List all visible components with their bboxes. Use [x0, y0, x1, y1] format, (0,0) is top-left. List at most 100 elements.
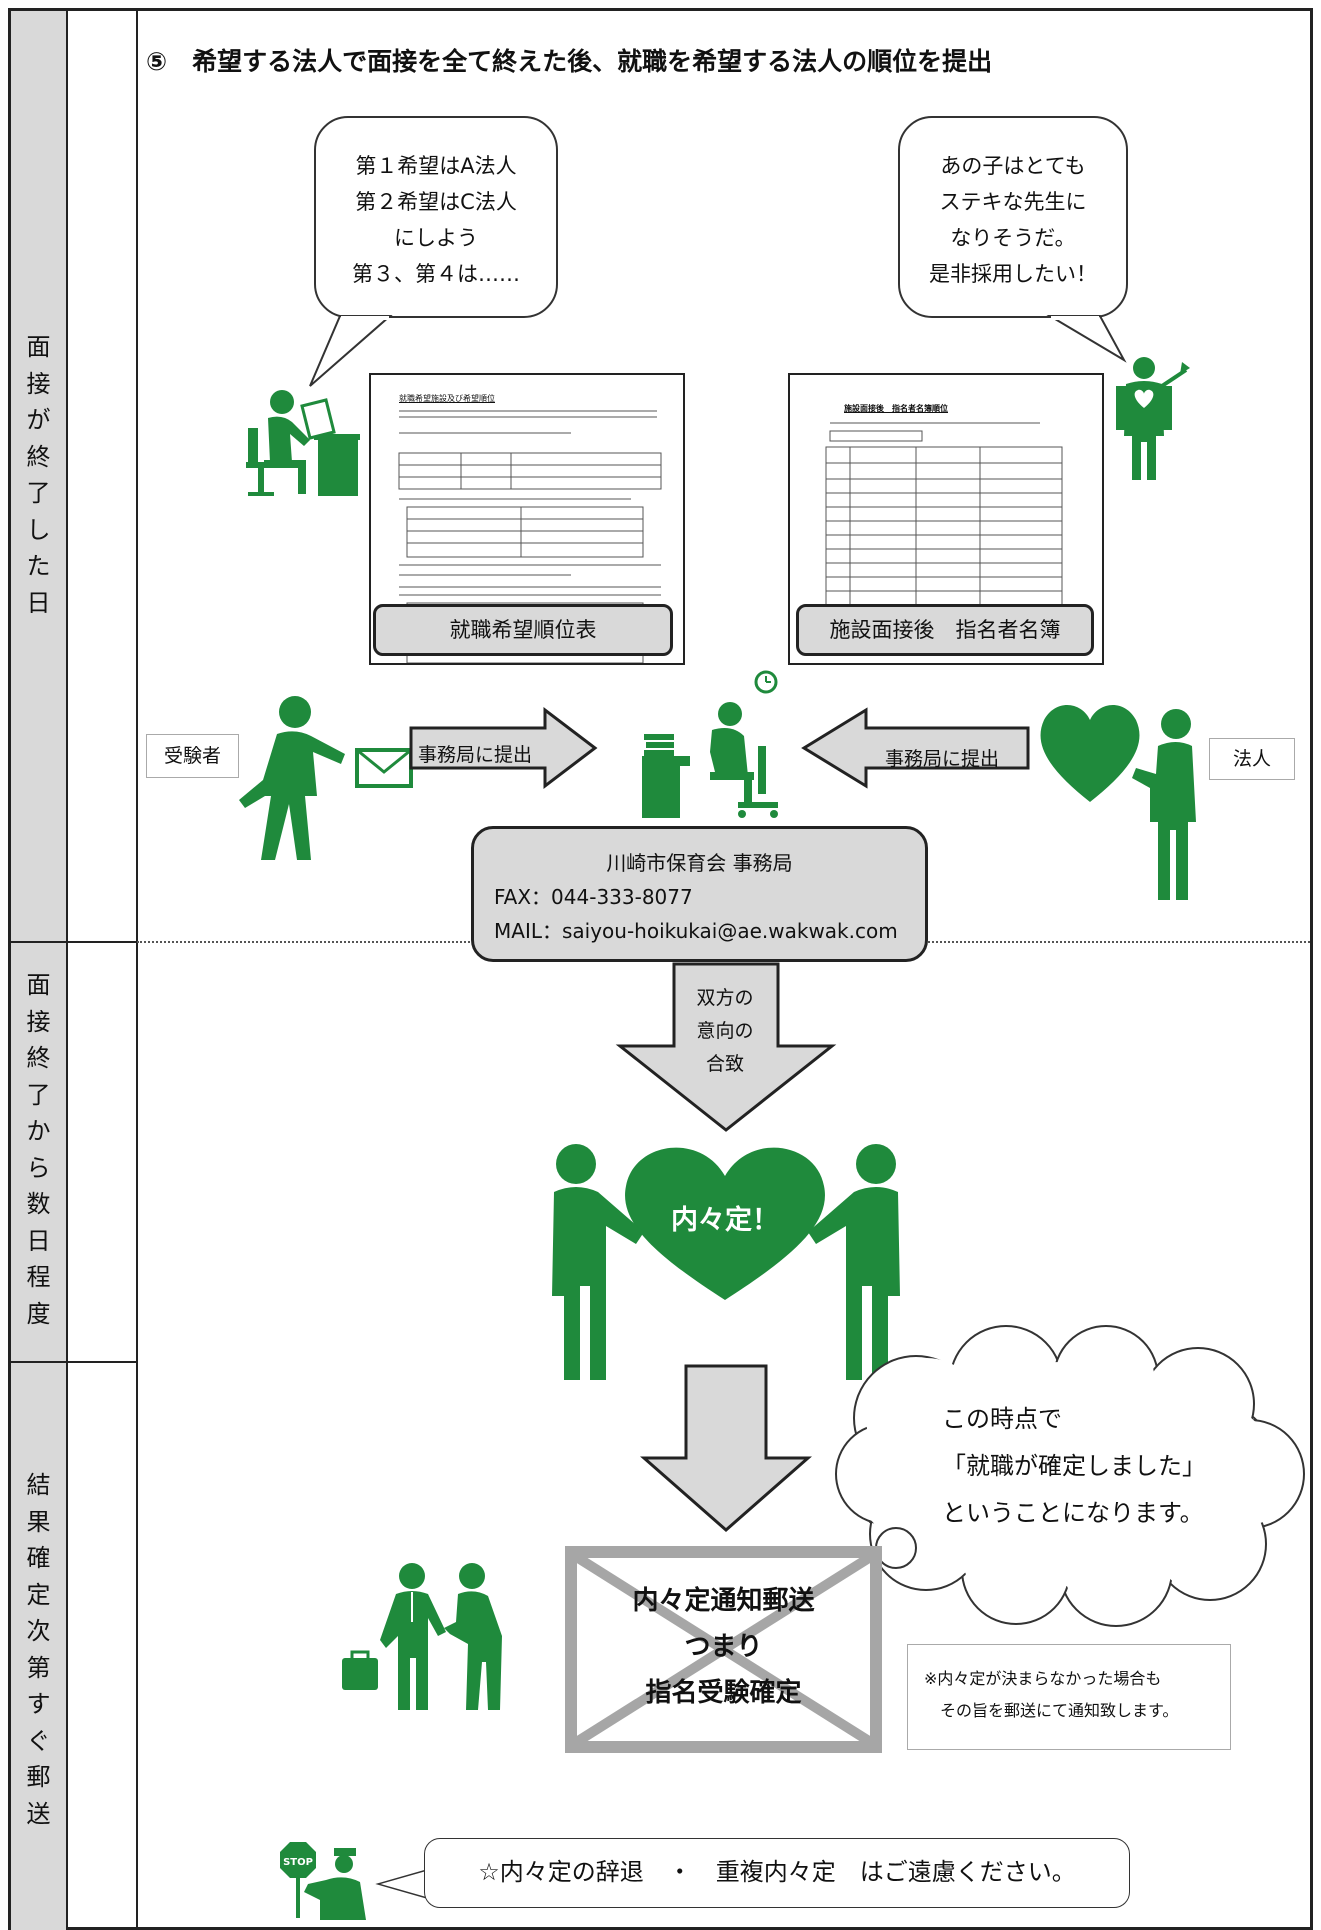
secretariat-contact-box: 川崎市保育会 事務局 FAX：044-333-8077 MAIL：saiyou-… [471, 826, 928, 962]
timeline-char: か [26, 1117, 51, 1145]
agreement-line: 意向の [696, 1020, 754, 1042]
timeline-char: が [26, 406, 51, 434]
bubble-line: なりそうだ。 [950, 226, 1076, 250]
form-lines [398, 410, 662, 663]
thought-line: ということになります。 [942, 1499, 1204, 1527]
agreement-label: 双方の 意向の 合致 [670, 982, 780, 1081]
recruiter-with-heart-icon [1116, 357, 1190, 480]
timeline-char: 終 [26, 442, 51, 471]
stop-guard-icon: STOP [280, 1842, 366, 1920]
submit-arrow-right [409, 706, 598, 790]
timeline-text: 面接が終了した日 [11, 329, 66, 621]
row-divider [11, 1361, 137, 1363]
stop-sign-text: STOP [283, 1857, 313, 1868]
step-heading: ⑤ 希望する法人で面接を全て終えた後、就職を希望する法人の順位を提出 [146, 47, 993, 76]
applicant-with-envelope-icon [239, 696, 413, 860]
doc-label-ranking: 就職希望順位表 [373, 604, 673, 656]
agreement-down-arrow [615, 962, 837, 1132]
timeline-char: ら [26, 1153, 51, 1182]
doc-label-nominee: 施設面接後 指名者名簿 [796, 604, 1094, 656]
submit-arrow-left [801, 707, 1030, 789]
nominee-list-form: 施設面接後 指名者名簿順位 施設面接後 指名者名簿 [788, 373, 1104, 665]
doc-title: 就職希望施設及び希望順位 [399, 394, 495, 403]
bubble-line: あの子はとても [940, 154, 1086, 178]
timeline-char: 了 [26, 1080, 51, 1109]
corporation-speech-bubble: あの子はとても ステキな先生に なりそうだ。 是非採用したい！ [898, 116, 1128, 318]
bubble-tail [309, 315, 393, 387]
application-ranking-form: 就職希望施設及び希望順位 就職希望順位表 [369, 373, 685, 665]
office-mail[interactable]: MAIL：saiyou-hoikukai@ae.wakwak.com [494, 919, 898, 943]
timeline-char: 面 [26, 971, 51, 999]
bubble-line: 第３、第４は…… [352, 262, 520, 286]
bubble-tail [1046, 315, 1127, 363]
timeline-label-2: 面接終了から数日程度 [11, 967, 66, 1332]
timeline-char: 面 [26, 333, 51, 361]
thought-line: 「就職が確定しました」 [942, 1452, 1206, 1480]
row-divider [11, 941, 137, 943]
envelope-line: つまり [684, 1632, 763, 1662]
agreement-line: 合致 [705, 1053, 744, 1075]
timeline-char: 定 [26, 1580, 51, 1609]
timeline-char: 終 [26, 1044, 51, 1072]
note-line: ※内々定が決まらなかった場合も [924, 1669, 1162, 1688]
corporation-giving-heart-icon [1040, 704, 1196, 900]
envelope-line: 指名受験確定 [645, 1678, 802, 1708]
note-line: その旨を郵送にて通知致します。 [940, 1701, 1179, 1720]
timeline-cell-3: 結果確定次第すぐ郵送 [11, 1363, 68, 1930]
envelope-text: 内々定通知郵送 つまり 指名受験確定 [565, 1578, 882, 1716]
submit-label-right: 事務局に提出 [884, 748, 999, 770]
timeline-char: 送 [26, 1799, 51, 1828]
warning-banner: ☆内々定の辞退 ・ 重複内々定 はご遠慮ください。 [424, 1838, 1130, 1908]
bubble-line: ステキな先生に [939, 190, 1087, 214]
thought-line: この時点で [942, 1405, 1062, 1433]
naitei-handshake-icon [552, 1144, 900, 1380]
naitei-label: 内々定！ [671, 1205, 779, 1236]
agreement-line: 双方の [696, 987, 754, 1009]
timeline-char: 郵 [26, 1763, 51, 1791]
result-down-arrow [640, 1364, 812, 1532]
thought-text: この時点で 「就職が確定しました」 ということになります。 [942, 1396, 1206, 1537]
timeline-char: 次 [26, 1617, 51, 1645]
corporation-label: 法人 [1209, 738, 1295, 780]
timeline-char: 日 [26, 1226, 51, 1255]
envelope-line: 内々定通知郵送 [632, 1586, 815, 1616]
timeline-text: 面接終了から数日程度 [11, 967, 66, 1332]
bubble-line: 第１希望はA法人 [355, 154, 517, 178]
no-offer-note: ※内々定が決まらなかった場合も その旨を郵送にて通知致します。 [907, 1644, 1231, 1750]
timeline-label-1: 面接が終了した日 [11, 329, 66, 621]
timeline-cell-2: 面接終了から数日程度 [11, 943, 68, 1361]
handshake-people-icon [342, 1563, 502, 1710]
office-name: 川崎市保育会 事務局 [606, 851, 793, 875]
timeline-char: 接 [26, 369, 51, 398]
timeline-char: 果 [26, 1507, 51, 1536]
timeline-char: た [26, 552, 51, 580]
timeline-char: 度 [26, 1299, 51, 1328]
timeline-char: す [26, 1690, 51, 1718]
office-fax: FAX：044-333-8077 [494, 885, 693, 909]
applicant-at-desk-icon [246, 390, 360, 496]
applicant-speech-bubble: 第１希望はA法人 第２希望はC法人 にしよう 第３、第４は…… [314, 116, 558, 318]
timeline-char: 結 [26, 1471, 51, 1499]
timeline-char: 了 [26, 479, 51, 507]
applicant-label: 受験者 [146, 734, 239, 778]
timeline-char: 程 [26, 1263, 51, 1291]
thought-cloud [835, 1325, 1305, 1627]
timeline-label-3: 結果確定次第すぐ郵送 [11, 1467, 66, 1832]
envelope-icon [565, 1546, 882, 1753]
bubble-line: 第２希望はC法人 [355, 190, 517, 214]
doc-title: 施設面接後 指名者名簿順位 [844, 404, 948, 413]
bubble-line: 是非採用したい！ [929, 262, 1097, 286]
spacer-column [68, 11, 138, 1930]
office-staff-icon [642, 670, 778, 818]
timeline-char: 確 [26, 1544, 51, 1572]
timeline-char: 日 [26, 588, 51, 617]
submit-label-left: 事務局に提出 [417, 744, 532, 766]
timeline-char: 数 [26, 1190, 51, 1218]
bubble-line: にしよう [394, 226, 478, 250]
timeline-char: し [26, 515, 51, 544]
timeline-char: ぐ [26, 1726, 51, 1755]
page-frame [8, 8, 1313, 1930]
timeline-cell-1: 面接が終了した日 [11, 11, 68, 941]
timeline-text: 結果確定次第すぐ郵送 [11, 1467, 66, 1832]
timeline-char: 接 [26, 1007, 51, 1036]
